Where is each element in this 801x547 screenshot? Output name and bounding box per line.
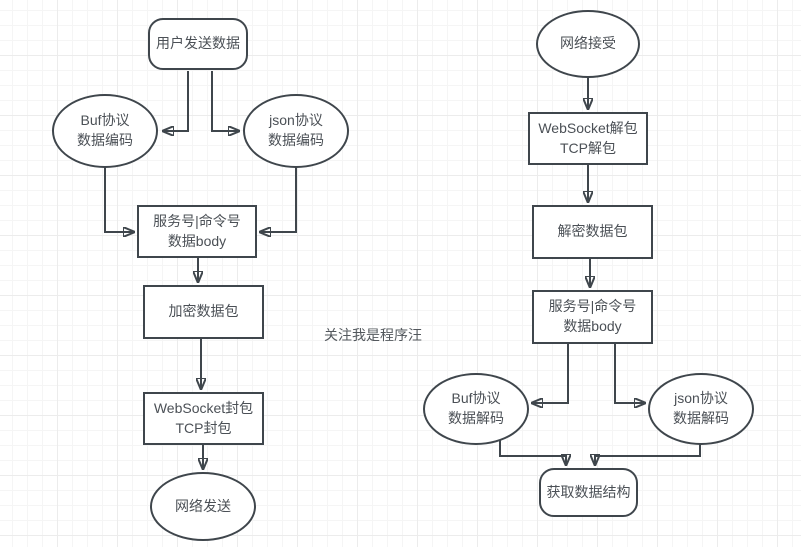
connector-pack-header-to-buf-decode[interactable] [532, 344, 569, 403]
node-user-send-label: 用户发送数据 [156, 35, 240, 52]
connector-pack-header-to-json-decode[interactable] [614, 344, 645, 403]
node-ws-unpack[interactable]: WebSocket解包 TCP解包 [528, 112, 648, 165]
connector-user-send-to-json-encode[interactable] [211, 71, 239, 131]
node-buf-decode-label: Buf协议 数据解码 [448, 390, 504, 426]
connector-buf-encode-to-pack-header[interactable] [104, 167, 134, 232]
connector-user-send-to-buf-encode[interactable] [163, 71, 189, 131]
node-get-struct-label: 获取数据结构 [546, 483, 631, 500]
node-buf-encode-label: Buf协议 数据编码 [77, 112, 133, 148]
node-pack-header-recv-label: 服务号|命令号 数据body [548, 298, 637, 334]
node-net-send-label: 网络发送 [175, 497, 231, 514]
node-buf-decode[interactable]: Buf协议 数据解码 [423, 373, 529, 445]
node-ws-pack[interactable]: WebSocket封包 TCP封包 [143, 392, 264, 445]
node-buf-encode[interactable]: Buf协议 数据编码 [52, 94, 158, 168]
node-encrypt[interactable]: 加密数据包 [143, 285, 264, 339]
node-net-recv-label: 网络接受 [560, 35, 616, 52]
node-decrypt[interactable]: 解密数据包 [532, 205, 653, 259]
node-user-send[interactable]: 用户发送数据 [148, 18, 248, 70]
watermark-text: 关注我是程序汪 [324, 327, 422, 343]
node-json-encode[interactable]: json协议 数据编码 [243, 94, 349, 168]
node-get-struct[interactable]: 获取数据结构 [539, 468, 638, 517]
node-encrypt-label: 加密数据包 [168, 303, 239, 320]
node-net-recv[interactable]: 网络接受 [536, 10, 640, 78]
node-pack-header-send[interactable]: 服务号|命令号 数据body [137, 205, 257, 258]
connector-json-encode-to-pack-header[interactable] [260, 167, 297, 232]
node-ws-unpack-label: WebSocket解包 TCP解包 [538, 119, 638, 156]
node-decrypt-label: 解密数据包 [557, 223, 628, 240]
node-json-encode-label: json协议 数据编码 [268, 112, 324, 148]
node-ws-pack-label: WebSocket封包 TCP封包 [153, 399, 254, 436]
node-pack-header-recv[interactable]: 服务号|命令号 数据body [532, 290, 653, 344]
connector-json-decode-to-get-struct[interactable] [595, 443, 701, 465]
node-json-decode[interactable]: json协议 数据解码 [648, 373, 754, 445]
connector-buf-decode-to-get-struct[interactable] [499, 440, 566, 465]
node-pack-header-send-label: 服务号|命令号 数据body [153, 212, 241, 249]
node-net-send[interactable]: 网络发送 [150, 472, 256, 541]
node-json-decode-label: json协议 数据解码 [673, 390, 729, 426]
